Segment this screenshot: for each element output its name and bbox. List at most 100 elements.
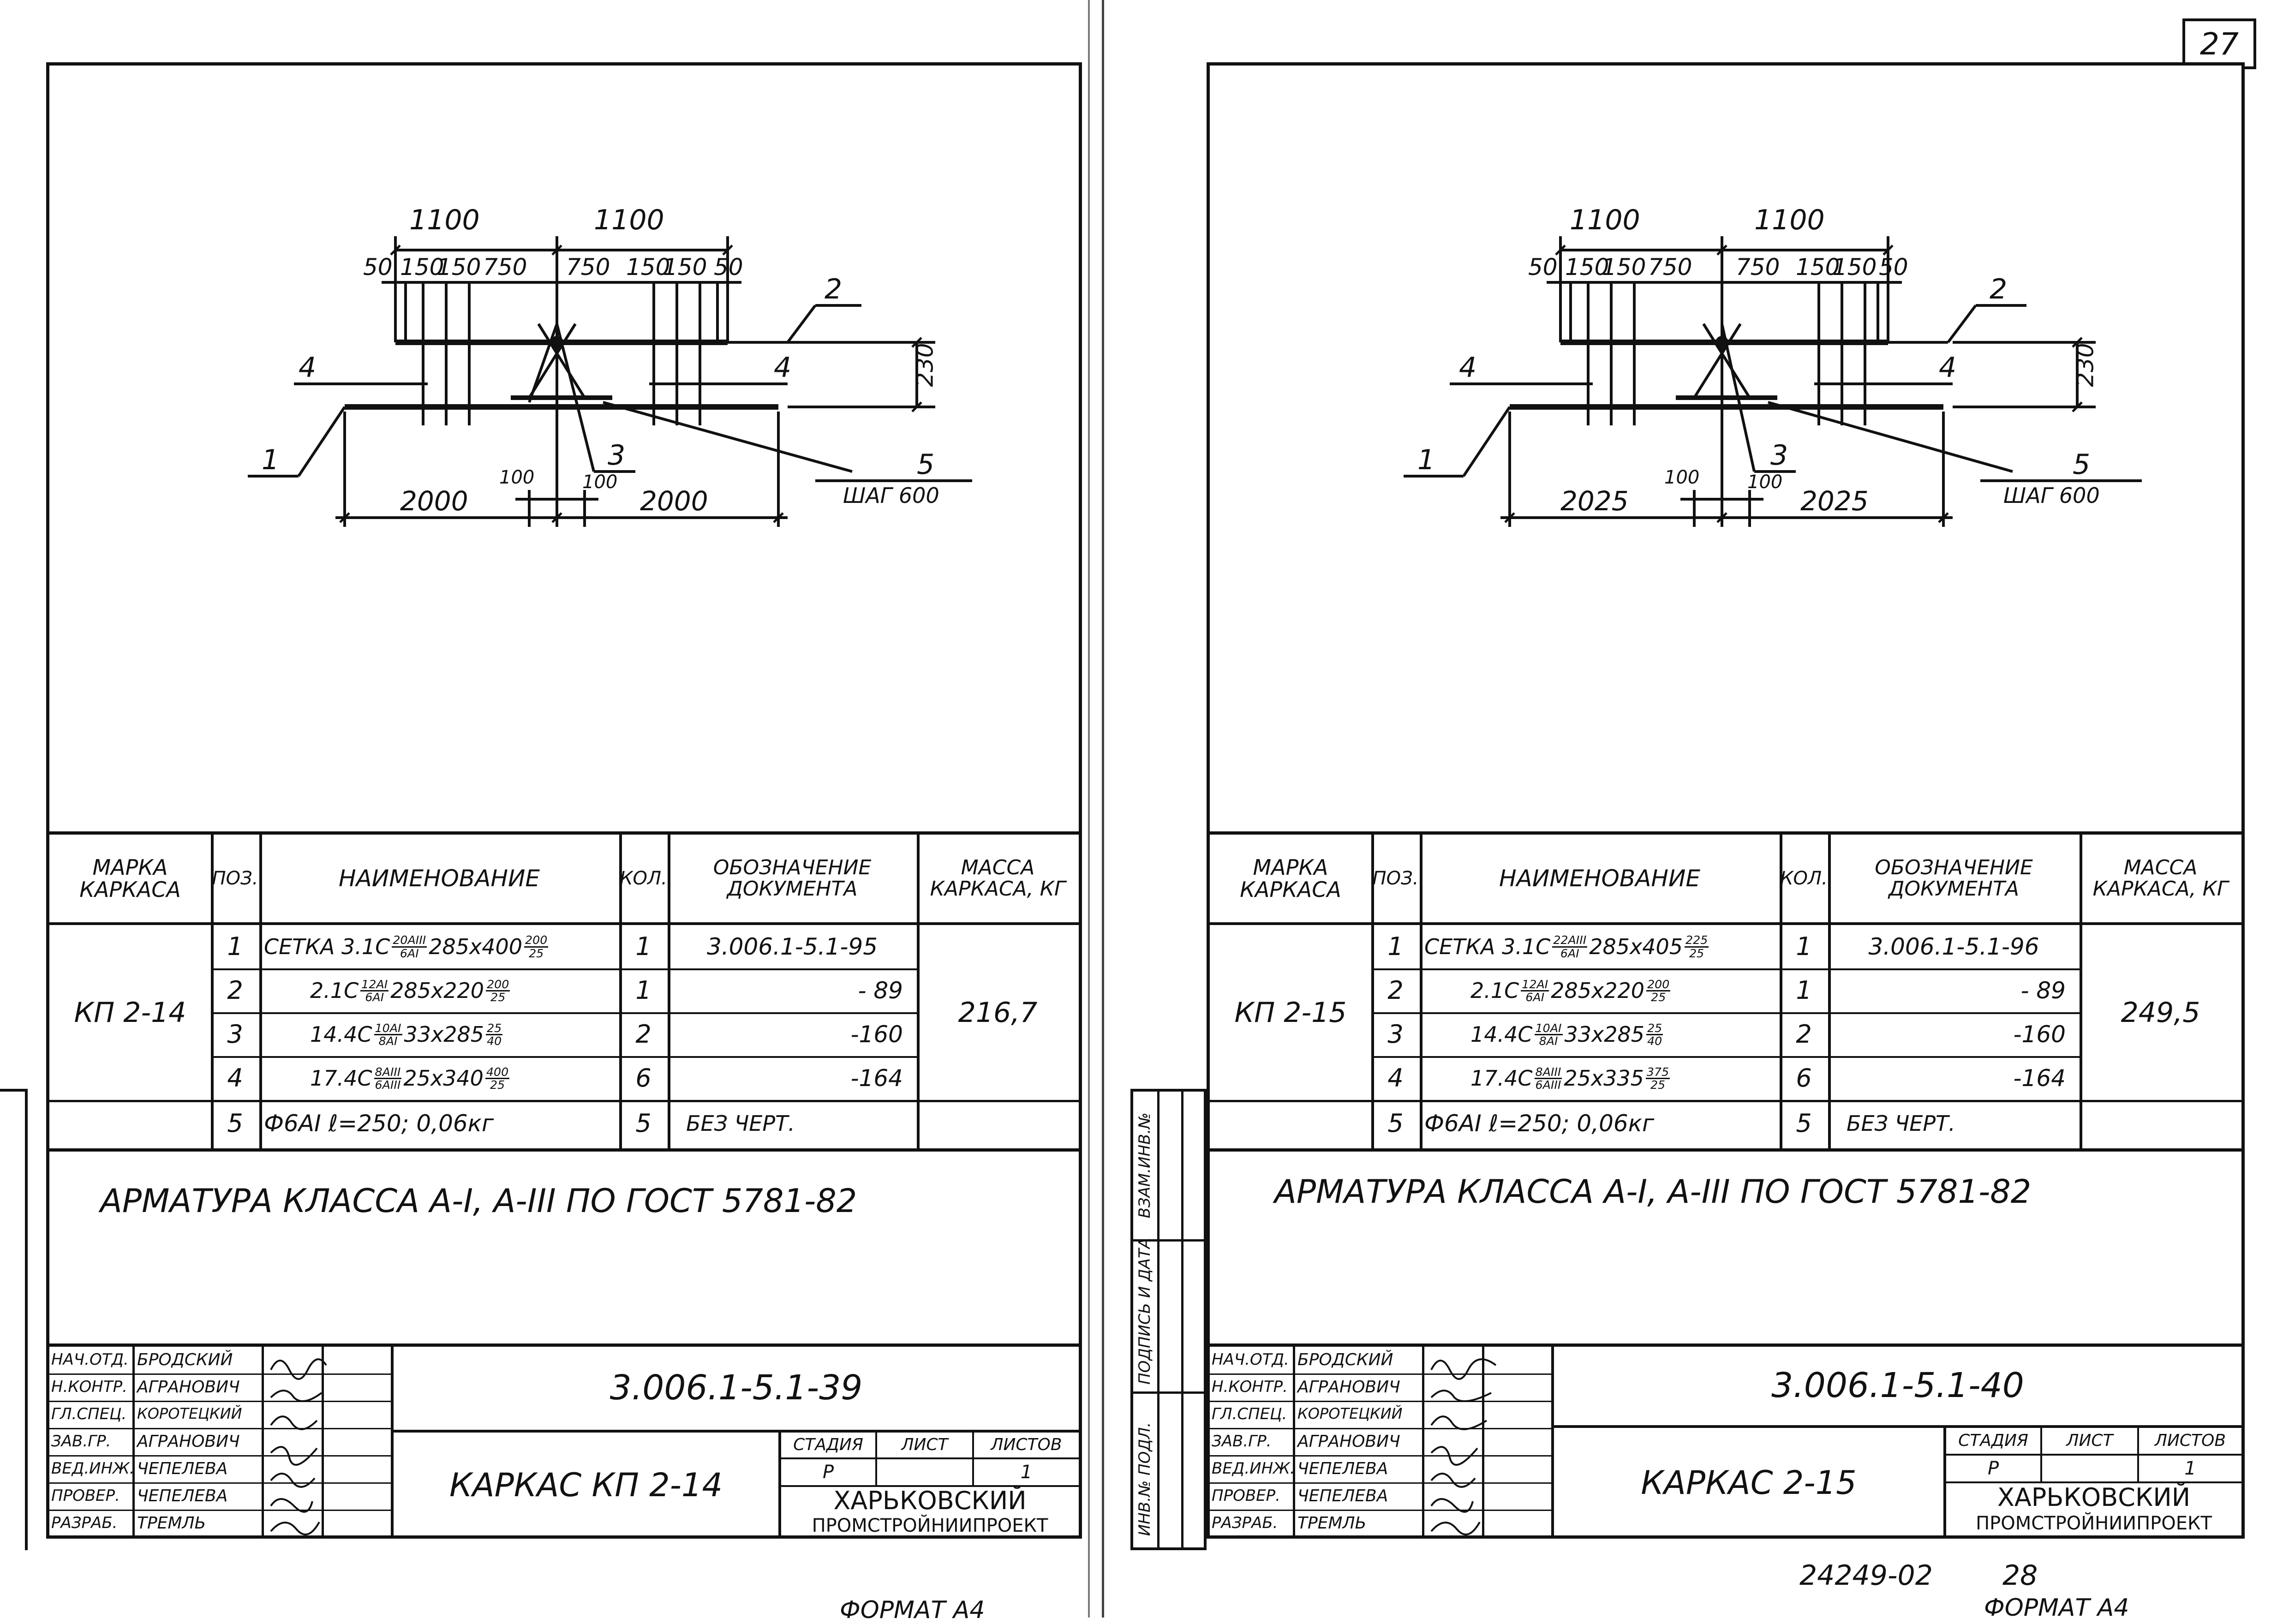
row-pos: 1: [1387, 931, 1404, 961]
fold-line: [1088, 0, 1090, 1618]
pos-2-label: 2: [825, 273, 843, 305]
archive-sheet: 28: [2002, 1559, 2038, 1592]
header-name: НАИМЕНОВАНИЕ: [339, 865, 540, 892]
frame-drawing-right: [1404, 236, 2142, 527]
row-pos: 2: [227, 976, 243, 1005]
header-mark: МАРКА КАРКАСА: [79, 854, 181, 902]
role: ЗАВ.ГР.: [1212, 1432, 1272, 1451]
org-name-1: ХАРЬКОВСКИЙ: [1997, 1482, 2191, 1512]
sheet-label: ЛИСТ: [2066, 1431, 2113, 1451]
row-doc: -164: [850, 1065, 903, 1092]
page-number-box: 27: [2182, 18, 2256, 69]
dim-center-left: 100: [1664, 467, 1700, 488]
title-block-left: 3.006.1-5.1-39 КАРКАС КП 2-14 СТАДИЯ ЛИС…: [49, 1343, 1079, 1539]
signatures: [270, 1358, 327, 1535]
org-name-1: ХАРЬКОВСКИЙ: [833, 1486, 1027, 1515]
sheets-label: ЛИСТОВ: [991, 1435, 1062, 1455]
fold-line: [1102, 0, 1104, 1618]
dim-bottom-left: 2025: [1560, 485, 1629, 517]
header-doc: ОБОЗНАЧЕНИЕ ДОКУМЕНТА: [1875, 855, 2033, 901]
role: РАЗРАБ.: [1212, 1514, 1278, 1532]
sheets-value: 1: [2184, 1458, 2196, 1479]
role: ЗАВ.ГР.: [51, 1432, 111, 1451]
person: АГРАНОВИЧ: [1297, 1432, 1400, 1451]
step-label: ШАГ 600: [2003, 483, 2100, 508]
row-qty: 5: [1796, 1109, 1812, 1138]
pos-3-label: 3: [608, 439, 626, 472]
spec-table-left: МАРКА КАРКАСА ПОЗ. НАИМЕНОВАНИЕ КОЛ. ОБО…: [49, 831, 1079, 1152]
stage-value: Р: [822, 1462, 834, 1483]
row-qty: 2: [1796, 1020, 1812, 1049]
frame-mass: 216,7: [958, 996, 1038, 1029]
row-qty: 6: [1796, 1063, 1812, 1093]
frame-mass: 249,5: [2121, 996, 2200, 1029]
row-qty: 1: [635, 976, 651, 1005]
row-doc: БЕЗ ЧЕРТ.: [1847, 1111, 1955, 1136]
dim-span-left: 1100: [1570, 204, 1640, 236]
dim-span-left: 1100: [409, 204, 480, 236]
pos-4-left-label: 4: [1459, 352, 1477, 384]
drawing-sheet-right: 1100 1100 50 150 150 750 750 150 150 50 …: [1207, 62, 2245, 1539]
title-block-right: 3.006.1-5.1-40 КАРКАС 2-15 СТАДИЯ ЛИСТ Л…: [1210, 1343, 2241, 1539]
header-pos: ПОЗ.: [212, 868, 258, 889]
row-doc: - 89: [858, 977, 903, 1004]
row-doc: -164: [2013, 1065, 2066, 1092]
role: Н.КОНТР.: [1212, 1378, 1288, 1396]
role: ВЕД.ИНЖ.: [51, 1459, 135, 1478]
dim-span-right: 1100: [1754, 204, 1825, 236]
side-stamp-inv: ИНВ.№ ПОДЛ.: [1136, 1422, 1154, 1536]
steel-note: АРМАТУРА КЛАССА А-I, А-III ПО ГОСТ 5781-…: [100, 1182, 857, 1220]
row-qty: 5: [635, 1109, 651, 1138]
row-qty: 1: [1796, 976, 1812, 1005]
pos-4-right-label: 4: [1939, 352, 1957, 384]
pos-2-label: 2: [1990, 273, 2008, 305]
person: КОРОТЕЦКИЙ: [1297, 1405, 1403, 1422]
row-doc: 3.006.1-5.1-96: [1868, 933, 2039, 960]
header-mass: МАССА КАРКАСА, КГ: [2092, 855, 2229, 901]
role: Н.КОНТР.: [51, 1378, 127, 1396]
dim-details: 50 150 150 750 750 150 150 50: [1528, 254, 1908, 281]
row-pos: 1: [227, 931, 243, 961]
role: НАЧ.ОТД.: [51, 1350, 129, 1369]
row-pos: 4: [227, 1063, 243, 1093]
side-stamp-replaced: ВЗАМ.ИНВ.№: [1136, 1112, 1154, 1218]
people-list: НАЧ.ОТД. БРОДСКИЙ Н.КОНТР. АГРАНОВИЧ ГЛ.…: [1210, 1347, 1551, 1539]
row-pos: 4: [1387, 1063, 1404, 1093]
frame-mark: КП 2-14: [74, 996, 186, 1029]
person: ЧЕПЕЛЕВА: [137, 1487, 228, 1505]
people-list: НАЧ.ОТД. БРОДСКИЙ Н.КОНТР. АГРАНОВИЧ ГЛ.…: [49, 1347, 391, 1539]
row-doc: - 89: [2020, 977, 2066, 1004]
row-doc: -160: [850, 1021, 903, 1048]
dim-bottom-right: 2025: [1800, 485, 1869, 517]
person: ЧЕПЕЛЕВА: [1297, 1487, 1388, 1505]
left-side-stamp: [0, 1089, 28, 1550]
doc-code: 3.006.1-5.1-39: [610, 1368, 863, 1408]
row-pos: 3: [227, 1020, 243, 1049]
sheets-label: ЛИСТОВ: [2154, 1431, 2226, 1451]
sheets-value: 1: [1020, 1462, 1033, 1483]
person: ЧЕПЕЛЕВА: [1297, 1459, 1388, 1478]
person: БРОДСКИЙ: [1297, 1350, 1393, 1369]
row-qty: 6: [635, 1063, 651, 1093]
header-qty: КОЛ.: [620, 868, 667, 889]
frame-mark: КП 2-15: [1234, 996, 1347, 1029]
row-qty: 1: [635, 931, 651, 961]
row-name: Ф6АI ℓ=250; 0,06кг: [1424, 1110, 1655, 1137]
role: ГЛ.СПЕЦ.: [51, 1405, 127, 1423]
row-qty: 2: [635, 1020, 651, 1049]
header-mass: МАССА КАРКАСА, КГ: [930, 855, 1066, 901]
person: ТРЕМЛЬ: [1297, 1514, 1367, 1533]
doc-title: КАРКАС 2-15: [1641, 1464, 1857, 1502]
side-stamp-sign: ПОДПИСЬ И ДАТА: [1136, 1238, 1154, 1385]
row-pos: 3: [1387, 1020, 1404, 1049]
spec-table-right: МАРКА КАРКАСА ПОЗ. НАИМЕНОВАНИЕ КОЛ. ОБО…: [1210, 831, 2241, 1152]
dim-center-right: 100: [1747, 472, 1783, 493]
format-label-left: ФОРМАТ А4: [840, 1596, 985, 1624]
page-number: 27: [2200, 26, 2239, 62]
role: ПРОВЕР.: [1212, 1487, 1280, 1505]
pos-5-label: 5: [917, 448, 935, 481]
